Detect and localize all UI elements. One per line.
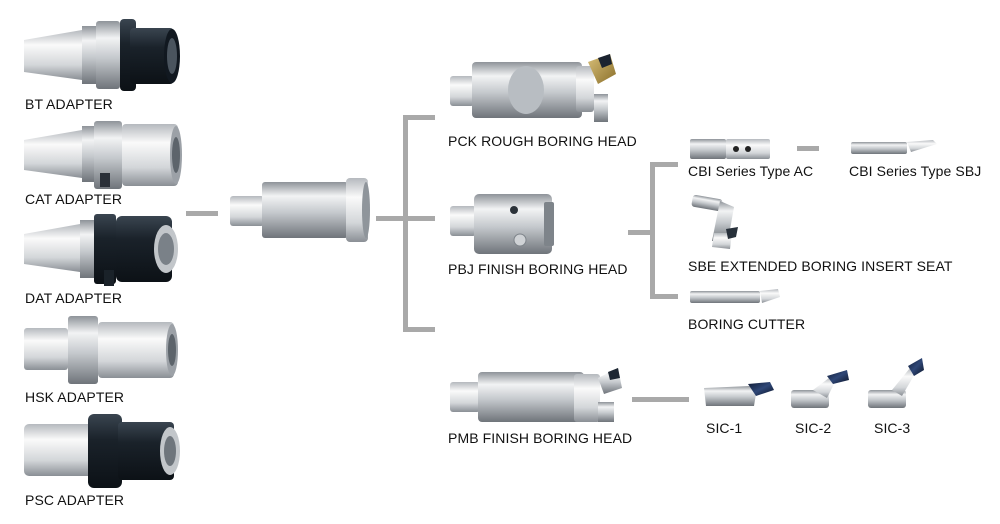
cat-adapter-image — [24, 121, 182, 189]
sic-2-image — [791, 370, 849, 408]
insert-label-sic-1: SIC-1 — [706, 420, 743, 436]
adapter-label-cat: CAT ADAPTER — [25, 191, 123, 207]
cbi-sbj-image — [851, 140, 937, 154]
option-label-boring-cutter: BORING CUTTER — [688, 316, 806, 332]
hsk-adapter-image — [24, 316, 178, 384]
connector-extension-to-heads — [376, 216, 404, 221]
head-label-pbj: PBJ FINISH BORING HEAD — [448, 261, 628, 277]
adapter-label-bt: BT ADAPTER — [25, 96, 113, 112]
connector-adapters-to-extension — [186, 211, 218, 216]
connector-pmb-to-inserts — [632, 397, 689, 402]
bracket-options-vertical — [650, 162, 655, 298]
adapter-label-dat: DAT ADAPTER — [25, 290, 123, 306]
bt-adapter-image — [24, 19, 180, 91]
insert-label-sic-2: SIC-2 — [795, 420, 832, 436]
head-label-pck: PCK ROUGH BORING HEAD — [448, 133, 637, 149]
psc-adapter-image — [24, 414, 180, 488]
connector-cbi-ac-to-sbj — [797, 146, 819, 151]
sic-3-image — [868, 358, 924, 408]
insert-label-sic-3: SIC-3 — [874, 420, 911, 436]
cbi-ac-image — [690, 139, 770, 159]
pck-head-image — [450, 54, 616, 122]
option-label-cbi-ac: CBI Series Type AC — [688, 163, 814, 179]
bracket-heads-middle — [403, 216, 435, 221]
extension-image — [230, 178, 370, 242]
bracket-heads-bottom — [403, 327, 435, 332]
option-label-cbi-sbj: CBI Series Type SBJ — [849, 163, 982, 179]
dat-adapter-image — [24, 214, 178, 286]
adapter-label-psc: PSC ADAPTER — [25, 492, 125, 508]
bracket-options-bottom — [650, 294, 678, 299]
bracket-heads-top — [403, 115, 435, 120]
bracket-options-top — [650, 162, 678, 167]
boring-cutter-image — [690, 289, 780, 303]
sbe-image — [691, 194, 738, 249]
sic-1-image — [704, 382, 774, 406]
option-label-sbe: SBE EXTENDED BORING INSERT SEAT — [688, 258, 953, 274]
adapter-label-hsk: HSK ADAPTER — [25, 389, 125, 405]
pbj-head-image — [450, 194, 554, 254]
connector-pbj-to-options — [628, 230, 652, 235]
head-label-pmb: PMB FINISH BORING HEAD — [448, 430, 633, 446]
bracket-heads-vertical — [403, 115, 408, 332]
pmb-head-image — [450, 368, 622, 422]
